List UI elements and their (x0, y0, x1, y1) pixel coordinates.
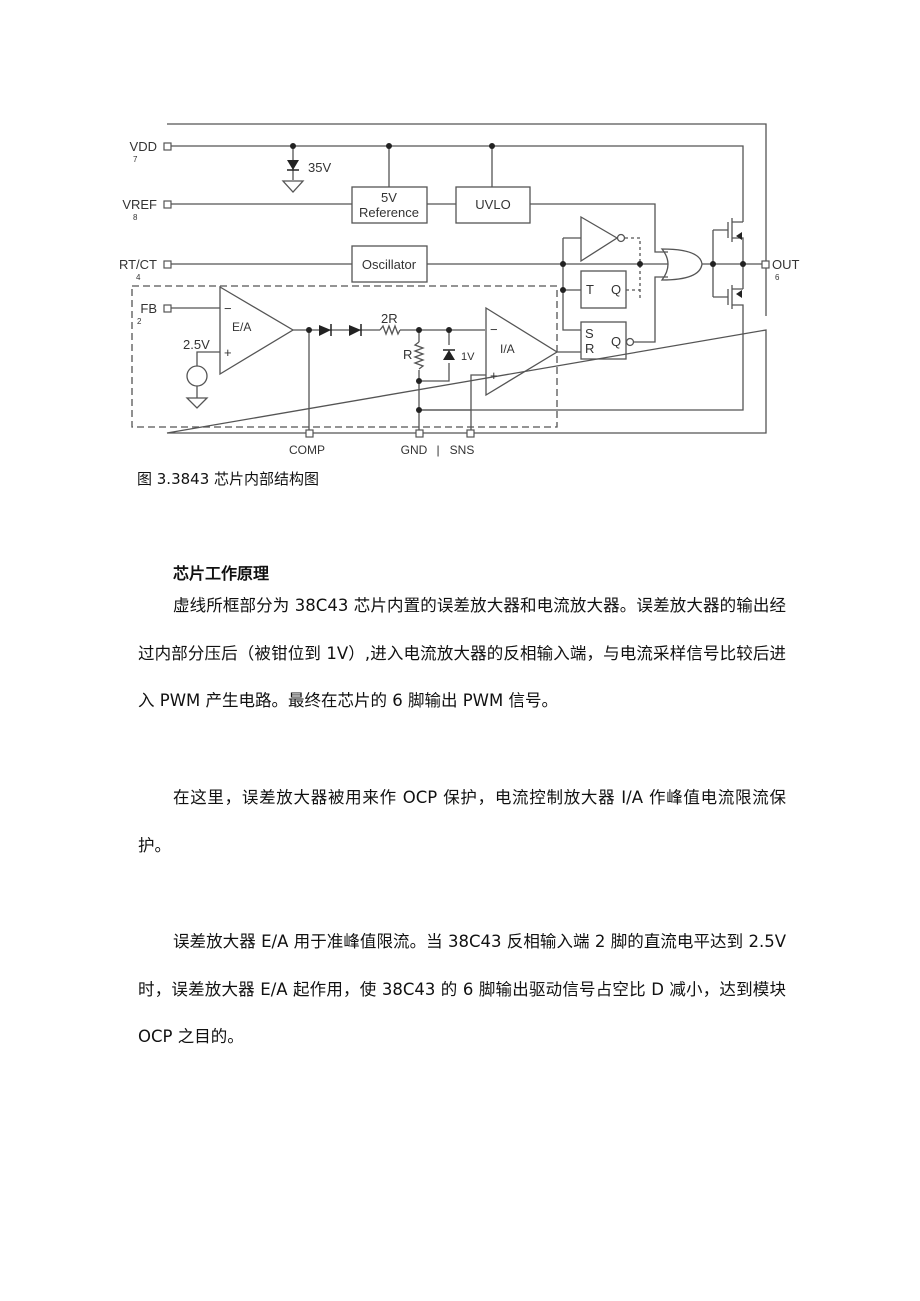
pin-comp: COMP (289, 443, 325, 457)
t-label: T (586, 282, 594, 297)
ea-plus: + (224, 345, 232, 360)
paragraph-3: 误差放大器 E/A 用于准峰值限流。当 38C43 反相输入端 2 脚的直流电平… (138, 932, 786, 1046)
current-amplifier (485, 306, 559, 397)
pin-out-num: 6 (775, 273, 780, 282)
inverter (580, 215, 619, 263)
outer-boundary (166, 123, 767, 434)
pin-rtct-num: 4 (136, 273, 141, 282)
ia-plus: + (490, 368, 498, 383)
res-2r-label: 2R (381, 311, 398, 326)
error-amplifier (219, 285, 295, 376)
s-label: S (585, 326, 594, 341)
pin-sns: SNS (450, 443, 475, 457)
pin-vdd: VDD (130, 139, 157, 154)
srq-label: Q (611, 334, 621, 349)
reference-label-2: Reference (359, 205, 419, 220)
reference-block (351, 186, 428, 224)
ea-label: E/A (232, 320, 251, 334)
pin-rtct: RT/CT (119, 257, 157, 272)
figure-caption: 图 3.3843 芯片内部结构图 (137, 470, 320, 488)
tq-label: Q (611, 282, 621, 297)
r-label: R (585, 341, 594, 356)
pin-separator: | (436, 443, 439, 457)
or-gate (660, 248, 703, 281)
zener-35v-label: 35V (308, 160, 331, 175)
pin-out: OUT (772, 257, 800, 272)
pin-gnd: GND (401, 443, 428, 457)
paragraph-2: 在这里，误差放大器被用来作 OCP 保护，电流控制放大器 I/A 作峰值电流限流… (138, 788, 786, 855)
ia-minus: − (490, 322, 498, 337)
pin-fb-num: 2 (137, 317, 142, 326)
pin-fb: FB (140, 301, 157, 316)
zener-1v-label: 1V (461, 351, 475, 363)
vsrc-label: 2.5V (183, 337, 210, 352)
pin-vref-num: 8 (133, 213, 138, 222)
paragraph-1: 虚线所框部分为 38C43 芯片内置的误差放大器和电流放大器。误差放大器的输出经… (138, 596, 786, 710)
sr-flipflop (580, 321, 627, 360)
oscillator-label: Oscillator (362, 257, 417, 272)
uvlo-block (455, 186, 531, 224)
uvlo-label: UVLO (475, 197, 510, 212)
voltage-source (186, 365, 208, 387)
uc3843-block-diagram: VDD 7 VREF 8 RT/CT 4 FB 2 OUT 6 COMP GND… (119, 123, 800, 457)
dashed-region (131, 285, 558, 428)
res-r-label: R (403, 347, 412, 362)
ia-label: I/A (500, 342, 515, 356)
reference-label-1: 5V (381, 190, 397, 205)
ea-minus: − (224, 301, 232, 316)
t-flipflop (580, 270, 627, 309)
pin-vdd-num: 7 (133, 155, 138, 164)
pin-vref: VREF (122, 197, 157, 212)
section-heading: 芯片工作原理 (173, 564, 270, 583)
